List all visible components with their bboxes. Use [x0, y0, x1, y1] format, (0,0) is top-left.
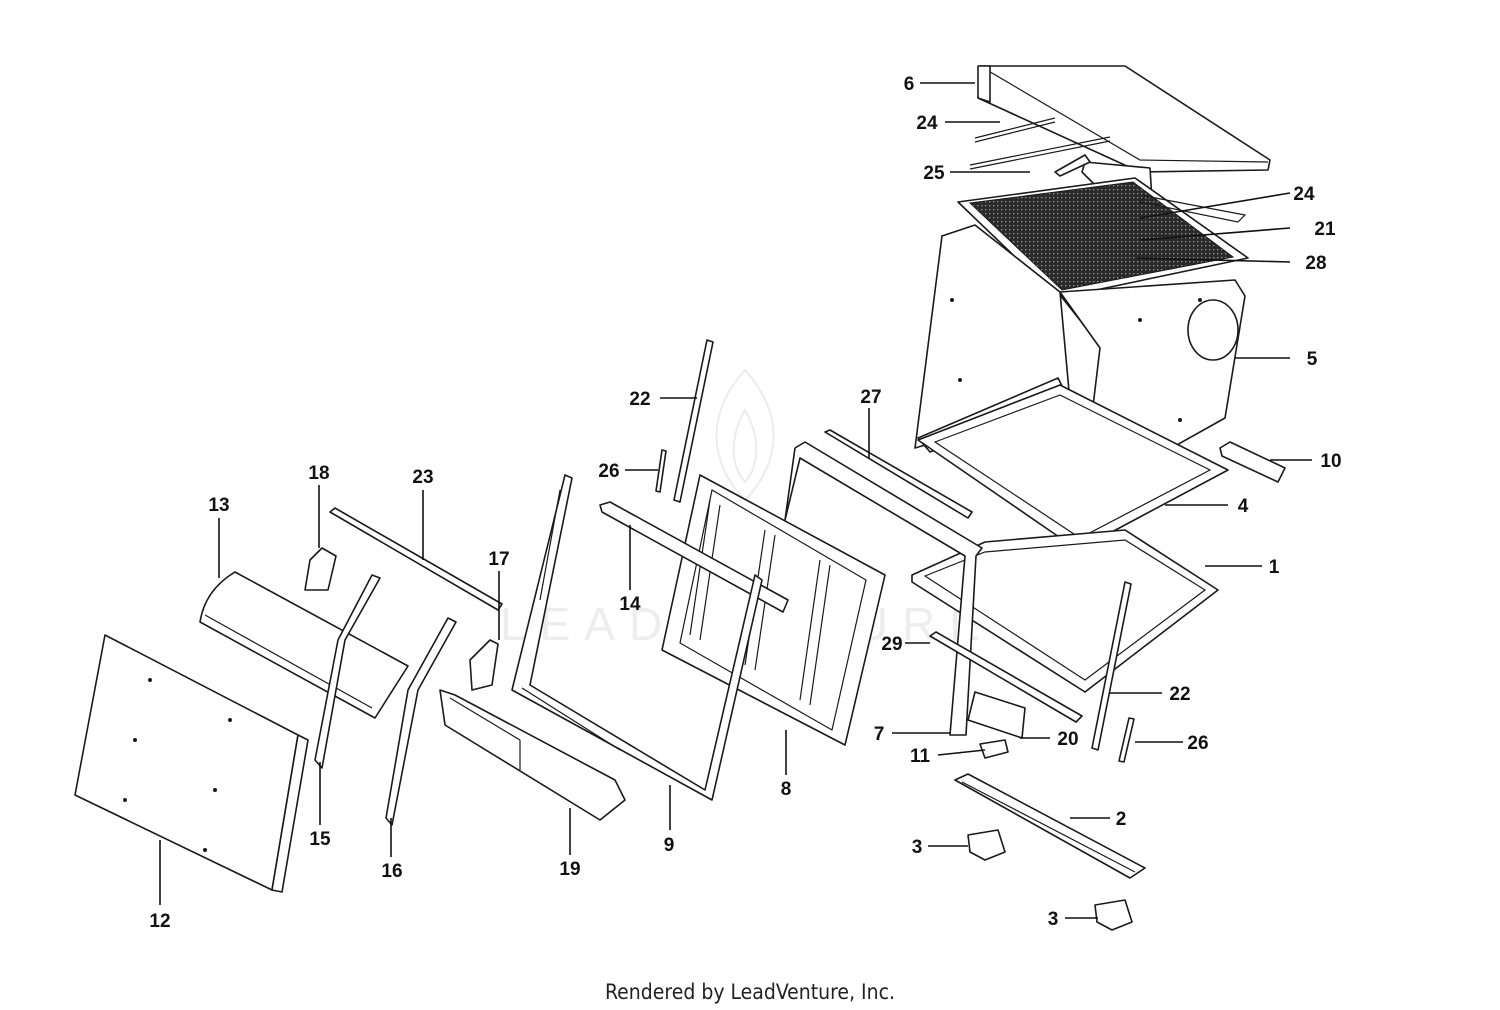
part-9-frame: [511, 474, 763, 801]
label-18: 18: [308, 463, 329, 484]
label-24-upper: 24: [916, 113, 938, 134]
footer-credit: Rendered by LeadVenture, Inc.: [605, 980, 895, 1004]
label-23: 23: [412, 467, 433, 488]
part-23-strip: [329, 507, 503, 611]
label-5: 5: [1307, 349, 1318, 370]
part-29-rail: [929, 631, 1083, 723]
part-17-bracket: [469, 639, 499, 691]
part-19-tray: [439, 689, 626, 821]
label-29: 29: [881, 634, 902, 655]
label-26-right: 26: [1187, 733, 1208, 754]
label-4: 4: [1238, 496, 1249, 517]
label-25: 25: [923, 163, 945, 184]
part-10-bracket: [1219, 441, 1286, 483]
leader-lines: [159, 82, 1312, 919]
part-2-plate: [954, 773, 1146, 879]
label-9: 9: [664, 835, 675, 856]
part-24-strip-upper: [974, 117, 1056, 143]
part-6-lid: [977, 65, 1271, 173]
part-11-clip: [979, 739, 1009, 759]
part-3-mount-upper: [967, 829, 1006, 861]
part-7-side-frame: [784, 441, 983, 736]
label-17: 17: [488, 549, 509, 570]
label-2: 2: [1116, 809, 1127, 830]
label-26-top: 26: [598, 461, 619, 482]
part-12-panel: [74, 634, 309, 893]
label-21: 21: [1314, 219, 1336, 240]
label-10: 10: [1320, 451, 1341, 472]
label-3-upper: 3: [912, 837, 923, 858]
part-22-strip-top: [673, 339, 714, 503]
label-16: 16: [381, 861, 402, 882]
part-15-support: [314, 574, 381, 769]
label-27: 27: [860, 387, 881, 408]
part-13-cover: [199, 571, 409, 719]
part-14-bar: [599, 501, 789, 613]
part-3-mount-lower: [1094, 899, 1133, 931]
label-24-right: 24: [1293, 184, 1315, 205]
part-27-rail: [824, 429, 973, 519]
label-7: 7: [874, 724, 885, 745]
label-14: 14: [619, 594, 641, 615]
label-11: 11: [910, 746, 931, 767]
label-1: 1: [1269, 557, 1280, 578]
part-26-strip-top: [655, 449, 667, 493]
label-20: 20: [1057, 729, 1078, 750]
part-16-support: [385, 617, 457, 826]
label-3-lower: 3: [1048, 909, 1059, 930]
label-8: 8: [781, 779, 792, 800]
part-labels: 6 24 25 24 21 28 5 10 4 1 27 22 26 23 18…: [149, 74, 1341, 932]
part-18-bracket: [304, 547, 337, 591]
part-26-strip-right: [1118, 717, 1135, 763]
label-12: 12: [149, 911, 170, 932]
part-4-frame: [917, 384, 1229, 551]
part-22-strip-right: [1091, 581, 1132, 751]
label-6: 6: [904, 74, 915, 95]
label-22-top: 22: [629, 389, 650, 410]
part-20-bracket: [967, 691, 1026, 739]
label-22-right: 22: [1169, 684, 1190, 705]
label-15: 15: [309, 829, 331, 850]
label-28: 28: [1305, 253, 1326, 274]
label-13: 13: [208, 495, 229, 516]
part-24-strip-lower: [969, 136, 1111, 170]
part-8-door: [661, 474, 886, 746]
label-19: 19: [559, 859, 580, 880]
